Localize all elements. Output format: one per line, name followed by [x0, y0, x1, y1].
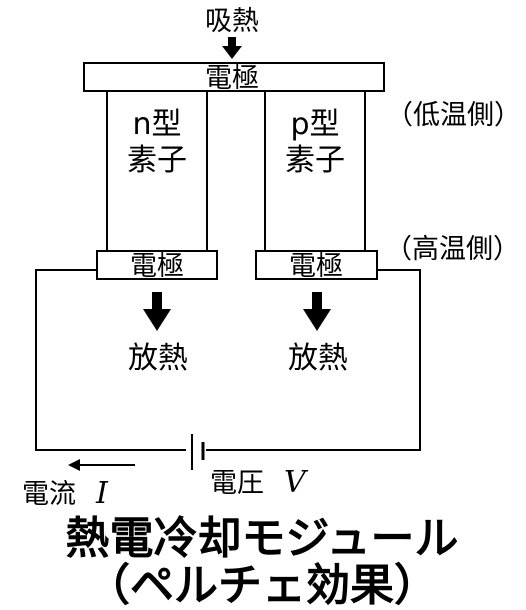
heat-release-right-arrow	[303, 292, 331, 331]
heat-absorb-label: 吸熱	[205, 6, 259, 37]
current-symbol: I	[95, 476, 109, 511]
heat-release-left-arrow	[143, 292, 171, 331]
p-type-label: p型	[290, 107, 339, 142]
current-arrow	[68, 459, 135, 471]
top-electrode-label: 電極	[205, 63, 259, 94]
circuit-wire-left	[35, 269, 186, 451]
title-line-1: 熱電冷却モジュール	[66, 513, 459, 564]
battery-symbol	[191, 434, 205, 470]
bottom-left-electrode	[96, 250, 218, 280]
bottom-right-electrode	[255, 250, 378, 280]
top-electrode	[83, 62, 385, 92]
voltage-label: 電圧	[210, 468, 264, 499]
heat-release-right-label: 放熱	[288, 341, 348, 376]
p-type-sublabel: 素子	[285, 143, 345, 178]
heat-absorb-arrow	[222, 37, 242, 59]
low-temp-side-label: （低温側）	[386, 100, 521, 131]
voltage-symbol: V	[284, 465, 309, 500]
n-type-element	[106, 90, 208, 252]
heat-release-left-label: 放熱	[128, 341, 188, 376]
current-label: 電流	[22, 479, 76, 510]
title-line-2: （ペルチェ効果）	[86, 560, 438, 610]
bottom-right-electrode-label: 電極	[289, 251, 343, 282]
high-temp-side-label: （高温側）	[385, 234, 520, 265]
n-type-sublabel: 素子	[127, 143, 187, 178]
n-type-label: n型	[132, 107, 181, 142]
bottom-left-electrode-label: 電極	[130, 251, 184, 282]
p-type-element	[264, 90, 366, 252]
circuit-wire-right	[206, 269, 421, 451]
